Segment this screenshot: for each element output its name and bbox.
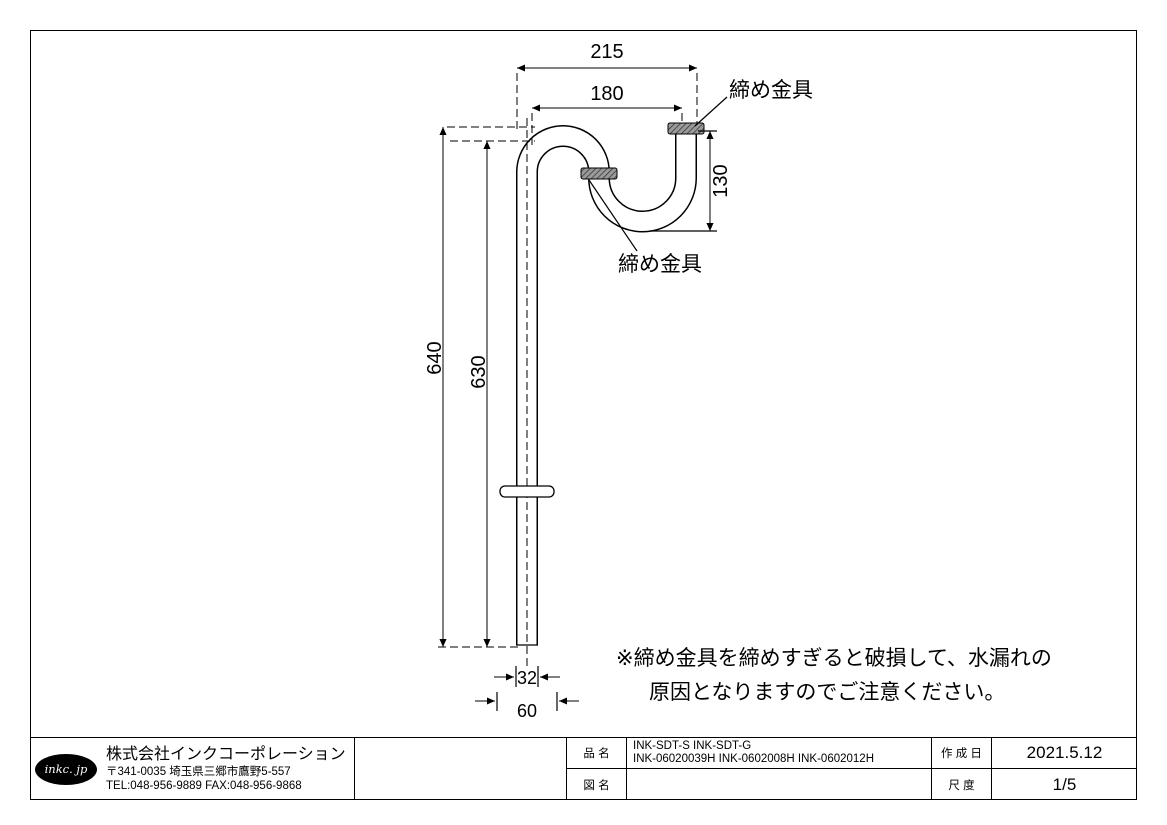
s-trap-pipe	[516, 125, 697, 646]
created-date-value: 2021.5.12	[992, 738, 1137, 769]
dim-640: 640	[424, 341, 446, 374]
caution-note-line1: ※締め金具を締めすぎると破損して、水漏れの	[616, 647, 1052, 670]
pipe-flange	[499, 485, 555, 498]
caution-note: ※締め金具を締めすぎると破損して、水漏れの 原因となりますのでご注意ください。	[616, 642, 1052, 710]
company-logo: inkc. jp	[30, 738, 102, 800]
company-logo-text: inkc. jp	[35, 753, 97, 785]
dim-60: 60	[517, 701, 537, 721]
drawing-name-value	[627, 769, 932, 800]
company-name: 株式会社インクコーポレーション	[106, 746, 346, 763]
part-name-line1: INK-SDT-S INK-SDT-G	[633, 740, 752, 752]
title-block-spacer	[355, 738, 567, 800]
dimensions: 215 180 130 640 630 32 6	[424, 41, 732, 721]
fitting-callouts: 締め金具 締め金具	[588, 79, 813, 276]
center-lines	[438, 73, 698, 667]
sheet-border	[30, 30, 1137, 800]
part-name-value: INK-SDT-S INK-SDT-G INK-06020039H INK-06…	[627, 738, 932, 769]
scale-value: 1/5	[1052, 774, 1077, 794]
part-name-line2: INK-06020039H INK-0602008H INK-0602012H	[633, 753, 875, 765]
dim-130: 130	[710, 164, 732, 197]
scale-label: 尺 度	[932, 769, 992, 800]
company-tel-fax: TEL:048-956-9889 FAX:048-956-9868	[106, 780, 302, 792]
dim-32: 32	[517, 668, 537, 688]
fitting-label-bottom: 締め金具	[618, 253, 702, 276]
dim-180: 180	[590, 83, 623, 105]
title-block: inkc. jp 株式会社インクコーポレーション 〒341-0035 埼玉県三郷…	[30, 737, 1137, 800]
caution-note-line2: 原因となりますのでご注意ください。	[649, 681, 1006, 704]
title-block-table: 品 名 INK-SDT-S INK-SDT-G INK-06020039H IN…	[567, 738, 1137, 800]
drawing-name-label: 図 名	[567, 769, 627, 800]
company-address: 〒341-0035 埼玉県三郷市鷹野5-557	[106, 766, 291, 778]
fitting-label-top: 締め金具	[729, 79, 813, 102]
company-section: inkc. jp 株式会社インクコーポレーション 〒341-0035 埼玉県三郷…	[30, 738, 355, 800]
part-name-label: 品 名	[567, 738, 627, 769]
company-info: 株式会社インクコーポレーション 〒341-0035 埼玉県三郷市鷹野5-557 …	[102, 738, 354, 800]
clamp-fitting-bottom	[580, 167, 618, 180]
dim-630: 630	[468, 355, 490, 388]
created-date-label: 作 成 日	[932, 738, 992, 769]
dim-215: 215	[590, 41, 623, 63]
clamp-fitting-top	[667, 122, 705, 135]
